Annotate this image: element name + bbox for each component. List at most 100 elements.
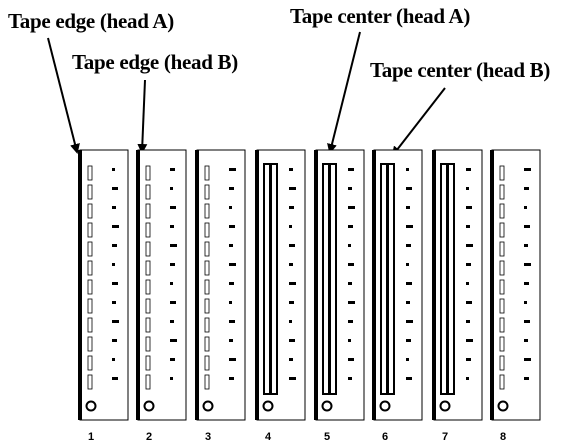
head-track-mark: [145, 336, 151, 352]
data-mark: [524, 206, 527, 209]
data-mark: [289, 206, 294, 209]
data-mark: [289, 339, 295, 342]
data-mark: [170, 339, 177, 342]
data-mark: [229, 377, 234, 380]
data-mark: [348, 339, 351, 342]
head-track-mark: [145, 374, 151, 390]
data-mark: [112, 168, 115, 171]
data-mark: [112, 187, 118, 190]
data-mark: [229, 168, 236, 171]
data-mark: [170, 301, 176, 304]
head-track-mark: [145, 260, 151, 276]
tape-columns: [78, 149, 541, 421]
column-number: 4: [265, 431, 272, 443]
head-track-mark: [145, 279, 151, 295]
data-mark: [289, 301, 294, 304]
head-track-mark: [204, 241, 210, 257]
arrow-tape-center-head-b: [391, 87, 446, 157]
arrow-tape-edge-head-a: [47, 37, 80, 154]
head-track-mark: [87, 222, 93, 238]
data-mark: [348, 301, 355, 304]
column-number: 3: [205, 431, 211, 443]
data-mark: [112, 301, 116, 304]
data-mark: [524, 187, 529, 190]
reel-hole-icon: [143, 400, 155, 412]
data-mark: [348, 187, 352, 190]
tape-strip-edge: [136, 150, 140, 420]
data-mark: [466, 206, 472, 209]
head-track-mark: [145, 203, 151, 219]
label-tape-edge-head-b: Tape edge (head B): [72, 50, 238, 74]
head-track-mark: [145, 222, 151, 238]
data-mark: [289, 320, 292, 323]
data-mark: [406, 244, 411, 247]
data-mark: [466, 263, 471, 266]
head-track-mark: [87, 165, 93, 181]
tape-strip-edge: [432, 150, 436, 420]
data-mark: [466, 377, 469, 380]
data-mark: [524, 339, 528, 342]
head-track-mark: [499, 184, 505, 200]
column-number: 2: [146, 431, 152, 443]
data-mark: [406, 225, 413, 228]
data-mark: [348, 168, 354, 171]
tape-strip-edge: [372, 150, 376, 420]
label-tape-edge-head-a: Tape edge (head A): [8, 9, 174, 33]
head-track-band: [329, 163, 337, 395]
data-mark: [524, 244, 528, 247]
data-mark: [170, 358, 175, 361]
data-mark: [289, 187, 296, 190]
data-mark: [348, 225, 353, 228]
arrow-tape-center-head-a: [327, 31, 361, 154]
tape-strip-edge: [314, 150, 318, 420]
data-mark: [406, 263, 409, 266]
data-mark: [112, 358, 115, 361]
data-mark: [406, 206, 410, 209]
head-track-mark: [87, 298, 93, 314]
head-track-mark: [204, 222, 210, 238]
data-mark: [112, 263, 115, 266]
data-mark: [289, 282, 296, 285]
tape-column: [78, 149, 129, 421]
data-mark: [524, 358, 531, 361]
head-track-mark: [204, 374, 210, 390]
data-mark: [229, 244, 233, 247]
head-track-mark: [145, 317, 151, 333]
head-track-band: [387, 163, 395, 395]
data-mark: [348, 282, 352, 285]
head-track-mark: [499, 241, 505, 257]
data-mark: [348, 206, 355, 209]
head-track-mark: [87, 203, 93, 219]
data-mark: [229, 301, 232, 304]
tape-strip-edge: [78, 150, 82, 420]
data-mark: [466, 225, 470, 228]
data-mark: [348, 377, 352, 380]
data-mark: [229, 358, 236, 361]
data-mark: [112, 206, 116, 209]
head-track-mark: [499, 317, 505, 333]
head-track-band: [270, 163, 278, 395]
head-track-mark: [204, 260, 210, 276]
column-number: 1: [88, 431, 94, 443]
tape-strip-edge: [195, 150, 199, 420]
head-track-mark: [87, 184, 93, 200]
data-mark: [289, 244, 295, 247]
data-mark: [289, 225, 292, 228]
head-track-band: [380, 163, 388, 395]
head-track-band: [440, 163, 448, 395]
data-mark: [406, 377, 412, 380]
reel-hole-icon: [439, 400, 451, 412]
head-track-mark: [87, 355, 93, 371]
head-track-mark: [87, 374, 93, 390]
callout-arrows: [47, 31, 446, 157]
head-track-mark: [204, 165, 210, 181]
head-track-mark: [204, 355, 210, 371]
data-mark: [524, 282, 529, 285]
head-track-mark: [499, 298, 505, 314]
data-mark: [406, 358, 409, 361]
tape-strip: [491, 149, 541, 421]
column-number: 7: [442, 431, 448, 443]
data-mark: [466, 320, 470, 323]
data-mark: [170, 225, 174, 228]
